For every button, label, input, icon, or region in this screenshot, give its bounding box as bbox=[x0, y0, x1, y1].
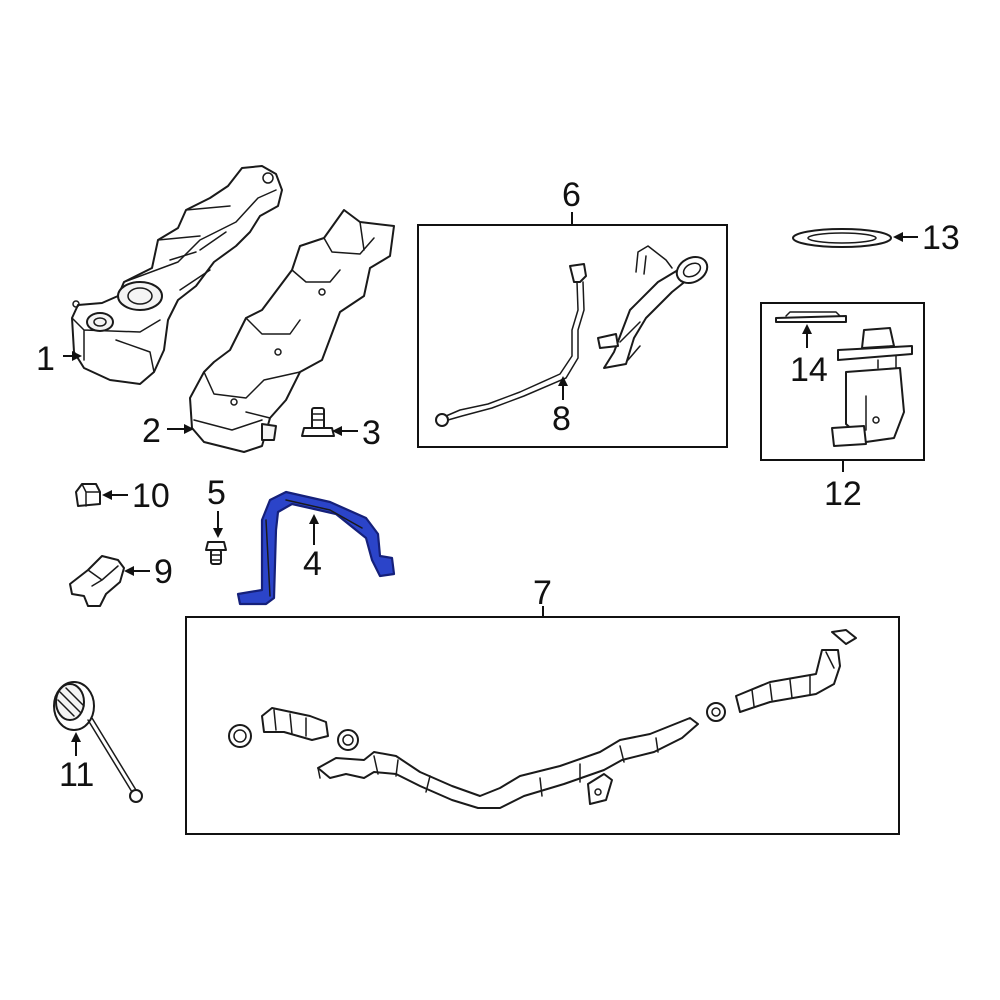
part-1-fuel-tank[interactable] bbox=[71, 165, 283, 385]
callout-11: 11 bbox=[59, 756, 94, 794]
callout-2: 2 bbox=[142, 412, 161, 450]
leader-lines bbox=[63, 212, 918, 756]
callout-6: 6 bbox=[562, 176, 581, 214]
callout-1: 1 bbox=[36, 340, 55, 378]
part-7-fill-tube-assembly[interactable] bbox=[228, 629, 857, 809]
part-2-tank-shield[interactable] bbox=[189, 209, 395, 453]
callout-5: 5 bbox=[207, 474, 226, 512]
callout-12: 12 bbox=[824, 475, 862, 513]
part-3-bolt[interactable] bbox=[301, 407, 335, 437]
callout-3: 3 bbox=[362, 414, 381, 452]
part-9-bracket[interactable] bbox=[69, 555, 125, 607]
part-4-tank-strap[interactable] bbox=[236, 490, 396, 606]
part-8-vent-line[interactable] bbox=[435, 263, 587, 427]
callout-7: 7 bbox=[533, 574, 552, 612]
callout-10: 10 bbox=[132, 477, 170, 515]
part-11-fuel-cap[interactable] bbox=[53, 681, 143, 803]
callout-labels: 1 2 3 4 5 6 7 8 9 10 11 12 13 14 bbox=[36, 176, 960, 794]
callout-8: 8 bbox=[552, 400, 571, 438]
callout-4: 4 bbox=[303, 545, 322, 583]
part-6-filler-neck[interactable] bbox=[597, 245, 712, 369]
callout-14: 14 bbox=[790, 351, 828, 389]
part-5-strap-bolt[interactable] bbox=[205, 541, 227, 565]
part-13-gasket-ring[interactable] bbox=[792, 228, 892, 248]
fuel-pump-module[interactable] bbox=[831, 327, 913, 447]
callout-9: 9 bbox=[154, 553, 173, 591]
callout-13: 13 bbox=[922, 219, 960, 257]
part-10-clip[interactable] bbox=[75, 483, 101, 507]
part-14-seal[interactable] bbox=[775, 311, 847, 323]
